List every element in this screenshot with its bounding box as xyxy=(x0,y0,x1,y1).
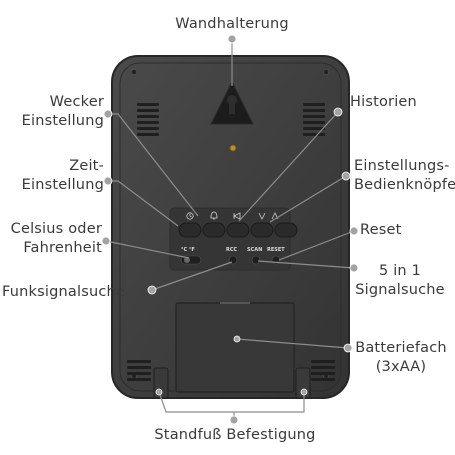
alarm-set-button[interactable] xyxy=(178,222,202,238)
label-5in1-signal-search: 5 in 1 Signalsuche xyxy=(355,263,445,298)
center-screw xyxy=(229,144,237,152)
label-celsius-fahrenheit: Celsius oder Fahrenheit xyxy=(10,221,102,256)
clock-hands xyxy=(189,214,192,218)
label-wall-mount: Wandhalterung xyxy=(175,16,289,32)
history-button[interactable] xyxy=(226,222,250,238)
label-radio-signal-search: Funksignalsuche xyxy=(2,284,126,300)
vent-slots-upper-right xyxy=(303,103,325,136)
wall-mount-slot xyxy=(210,80,254,125)
alarm-bell-icon xyxy=(210,211,218,220)
unit-switch-mark: °C °F xyxy=(181,247,195,253)
time-set-button[interactable] xyxy=(202,222,226,238)
label-history: Historien xyxy=(350,94,417,110)
scan-mark: SCAN xyxy=(247,247,263,253)
button-icon-glyphs xyxy=(186,211,279,220)
vent-slots-lower-left xyxy=(127,360,151,381)
reset-mark: RESET xyxy=(267,247,285,253)
up-button[interactable] xyxy=(274,222,298,238)
vent-slots-upper-left xyxy=(137,103,159,136)
up-arrow-icon xyxy=(271,212,279,220)
down-button[interactable] xyxy=(250,222,274,238)
down-arrow-icon xyxy=(258,212,266,220)
callout-dots xyxy=(101,34,359,425)
label-time-setting: Zeit- Einstellung xyxy=(21,158,104,193)
battery-compartment xyxy=(175,302,295,393)
vent-slots-lower-right xyxy=(311,360,335,381)
clock-icon xyxy=(186,212,194,220)
callout-lines xyxy=(105,39,355,420)
label-stand-mount: Standfuß Befestigung xyxy=(154,427,316,443)
label-setting-buttons: Einstellungs- Bedienknöpfe xyxy=(354,158,455,193)
label-alarm-setting: Wecker Einstellung xyxy=(21,94,104,129)
scan-button[interactable] xyxy=(251,255,261,265)
label-battery-compartment: Batteriefach (3xAA) xyxy=(355,340,447,375)
rcc-mark: RCC xyxy=(226,247,238,253)
label-reset: Reset xyxy=(360,222,402,238)
top-buttons xyxy=(178,222,298,238)
history-icon xyxy=(233,212,241,220)
